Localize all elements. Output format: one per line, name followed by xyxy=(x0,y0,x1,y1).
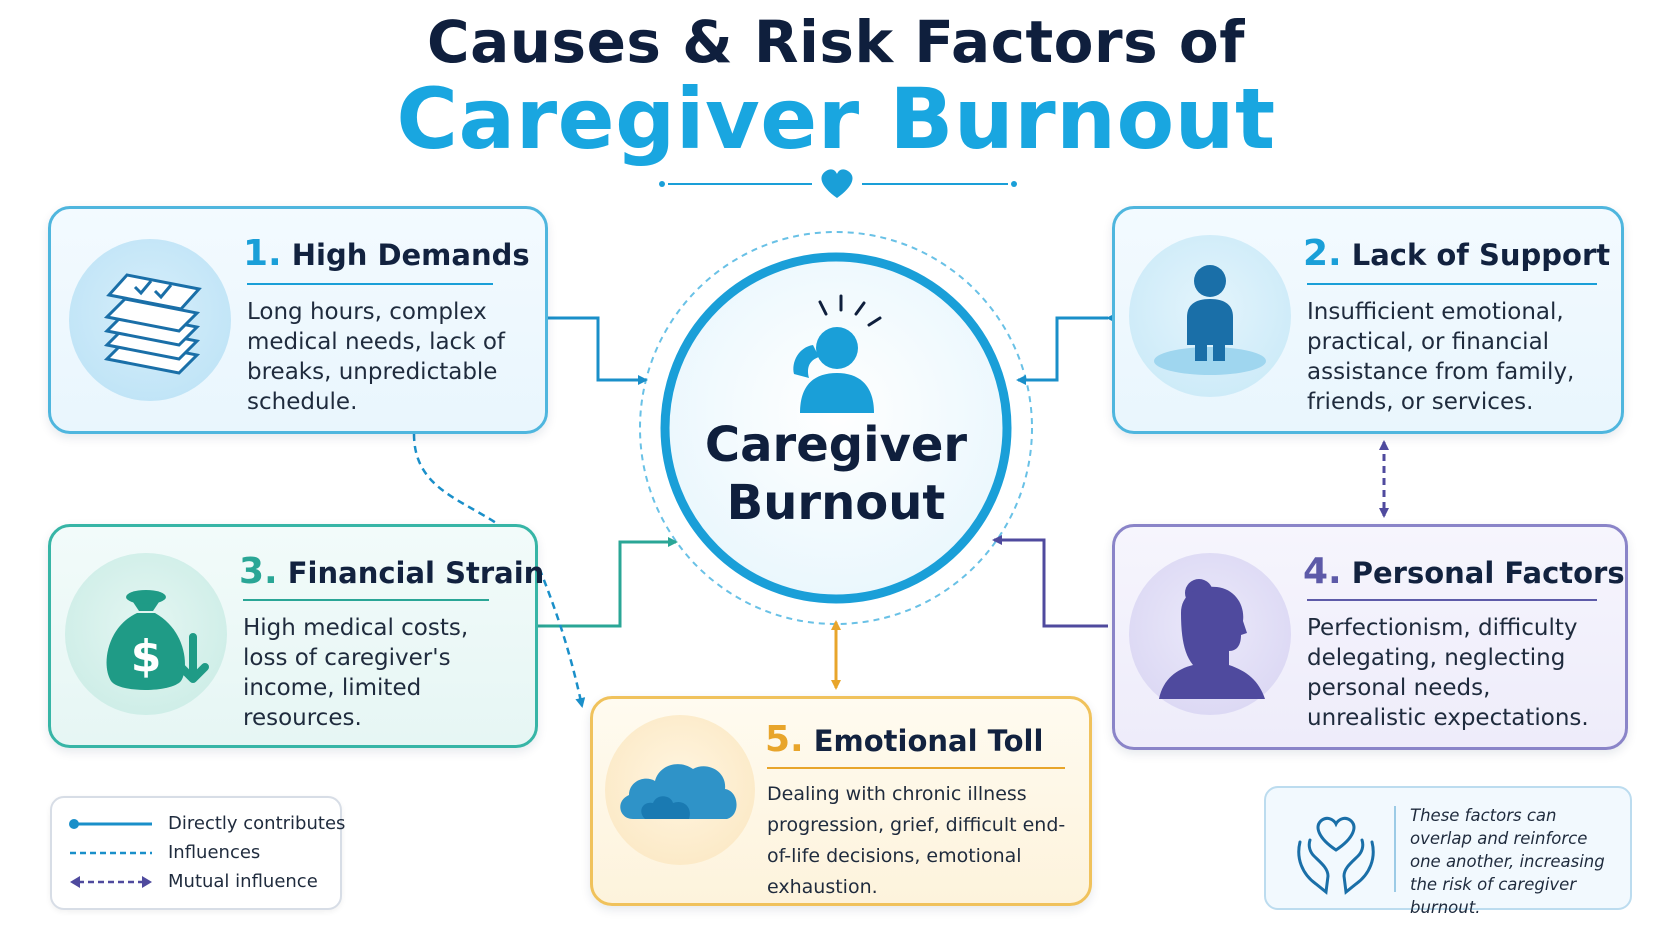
card-title-text: High Demands xyxy=(291,238,530,272)
card-divider xyxy=(243,599,489,601)
solid-line-swatch xyxy=(69,819,152,829)
stacked-checklists-icon xyxy=(103,273,202,375)
card-divider xyxy=(1307,283,1597,285)
icon-circle xyxy=(1129,235,1291,397)
note-box: These factors can overlap and reinforce … xyxy=(1264,786,1632,917)
card-description: Dealing with chronic illness progression… xyxy=(767,783,1066,898)
card-number: 1. xyxy=(243,233,282,274)
card-title: 2. Lack of Support xyxy=(1303,233,1610,274)
card-divider xyxy=(247,283,493,285)
legend-row-mutual: Mutual influence xyxy=(68,870,328,894)
connector-demands-to-burnout xyxy=(548,316,648,385)
lone-person-icon xyxy=(1154,265,1266,375)
card-divider xyxy=(1307,599,1597,601)
title-line-1: Causes & Risk Factors of xyxy=(427,8,1245,76)
card-description: Long hours, complex medical needs, lack … xyxy=(247,299,505,415)
factor-card-high-demands: 1. High Demands Long hours, complex medic… xyxy=(48,206,548,434)
card-description: Insufficient emotional, practical, or fi… xyxy=(1307,299,1575,415)
note-divider xyxy=(1394,806,1396,892)
double-arrow-swatch xyxy=(70,876,152,888)
legend-label: Influences xyxy=(168,842,261,863)
money-bag-down-arrow-icon: $ xyxy=(106,590,209,690)
dashed-line-swatch xyxy=(70,851,152,855)
card-title: 1. High Demands xyxy=(243,233,530,274)
center-label-line-1: Caregiver xyxy=(704,417,968,473)
icon-circle: $ xyxy=(65,553,227,715)
title-divider xyxy=(659,169,1017,198)
factor-card-emotional-toll: 5. Emotional Toll Dealing with chronic il… xyxy=(590,696,1092,906)
card-number: 3. xyxy=(239,551,278,592)
factor-card-personal-factors: 4. Personal Factors Perfectionism, diffic… xyxy=(1112,524,1628,750)
legend-label: Directly contributes xyxy=(168,813,346,834)
factor-card-financial-strain: $ 3. Financial Strain High medical costs,… xyxy=(48,524,544,748)
icon-circle xyxy=(1129,553,1291,715)
cloud-icon xyxy=(620,764,737,819)
card-title-text: Financial Strain xyxy=(287,556,545,590)
title-line-2: Caregiver Burnout xyxy=(396,70,1276,168)
heart-icon xyxy=(821,169,853,198)
center-label: Caregiver Burnout xyxy=(686,416,986,532)
center-outer-dashed-ring xyxy=(639,231,1033,625)
card-description: High medical costs, loss of caregiver's … xyxy=(243,615,469,731)
legend-row-direct: Directly contributes xyxy=(68,812,345,836)
center-hub-ring xyxy=(660,252,1012,604)
card-title-text: Personal Factors xyxy=(1351,556,1625,590)
svg-text:$: $ xyxy=(131,631,162,682)
note-text: These factors can overlap and reinforce … xyxy=(1410,806,1605,917)
card-number: 4. xyxy=(1303,551,1342,592)
woman-profile-icon xyxy=(1159,579,1265,699)
card-description: Perfectionism, difficulty delegating, ne… xyxy=(1307,615,1589,731)
legend: Directly contributes Influences Mutual i… xyxy=(50,796,345,910)
connector-demands-influences-emotional xyxy=(412,433,586,708)
card-title-text: Lack of Support xyxy=(1351,238,1611,272)
connector-financial-to-burnout xyxy=(538,537,678,628)
card-title: 5. Emotional Toll xyxy=(765,719,1043,760)
card-title: 4. Personal Factors xyxy=(1303,551,1625,592)
card-number: 5. xyxy=(765,719,804,760)
icon-circle xyxy=(69,239,231,401)
card-title: 3. Financial Strain xyxy=(239,551,544,592)
factor-card-lack-of-support: 2. Lack of Support Insufficient emotional… xyxy=(1112,206,1624,434)
legend-row-influences: Influences xyxy=(68,841,328,865)
legend-label: Mutual influence xyxy=(168,871,318,892)
card-title-text: Emotional Toll xyxy=(813,724,1044,758)
heart-in-hands-icon xyxy=(1297,816,1375,895)
connector-personal-to-burnout xyxy=(992,535,1108,628)
icon-circle xyxy=(605,715,755,865)
center-label-line-2: Burnout xyxy=(726,475,946,531)
card-divider xyxy=(767,767,1065,769)
head-pain-person-icon xyxy=(793,294,882,413)
connector-support-to-burnout xyxy=(1016,313,1116,385)
card-number: 2. xyxy=(1303,233,1342,274)
